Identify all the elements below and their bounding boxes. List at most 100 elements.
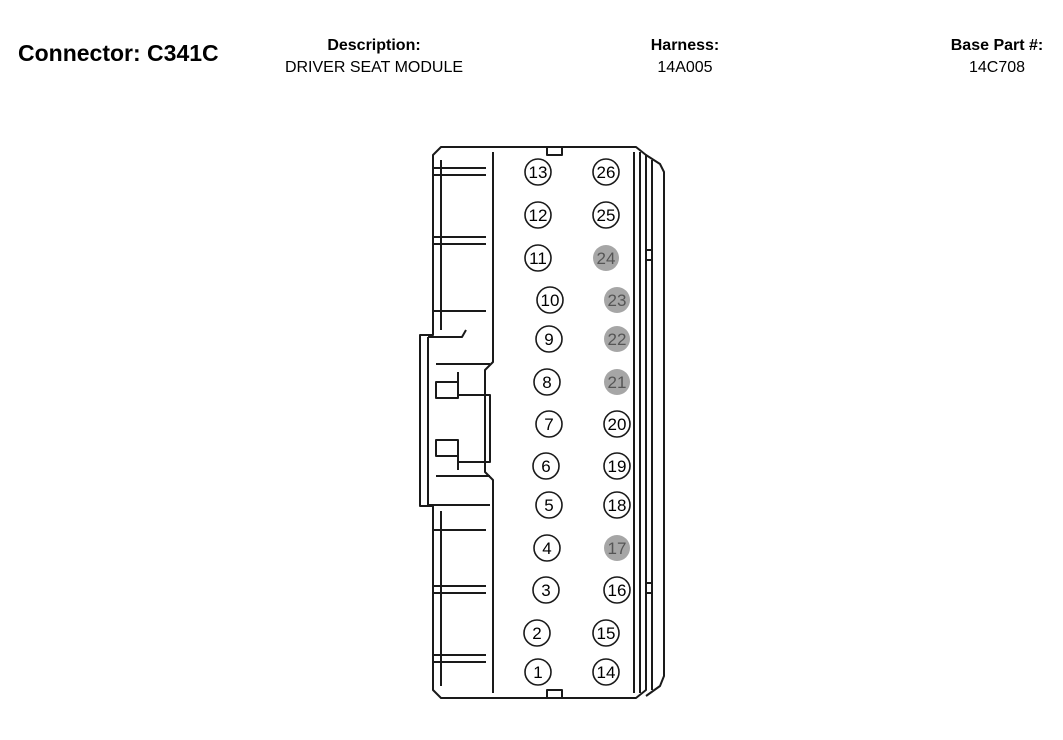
pin-label-9: 9 bbox=[544, 330, 553, 349]
connector-housing bbox=[419, 146, 665, 699]
pin-label-5: 5 bbox=[544, 496, 553, 515]
description-value: DRIVER SEAT MODULE bbox=[284, 59, 464, 76]
pin-16: 16 bbox=[603, 576, 631, 604]
pin-label-25: 25 bbox=[597, 206, 616, 225]
pin-label-22: 22 bbox=[608, 330, 627, 349]
pin-cavity-1 bbox=[524, 658, 552, 686]
pin-5: 5 bbox=[535, 491, 563, 519]
pin-label-20: 20 bbox=[608, 415, 627, 434]
pin-18: 18 bbox=[603, 491, 631, 519]
pin-23: 23 bbox=[604, 287, 630, 313]
pin-cavity-17 bbox=[604, 535, 630, 561]
pin-cavity-14 bbox=[592, 658, 620, 686]
pin-cavity-25 bbox=[592, 201, 620, 229]
pin-4: 4 bbox=[533, 534, 561, 562]
pin-cavity-6 bbox=[532, 452, 560, 480]
pin-label-15: 15 bbox=[597, 624, 616, 643]
pin-label-14: 14 bbox=[597, 663, 616, 682]
pin-label-24: 24 bbox=[597, 249, 616, 268]
pin-cavity-21 bbox=[604, 369, 630, 395]
pin-10: 10 bbox=[536, 286, 564, 314]
pin-label-18: 18 bbox=[608, 496, 627, 515]
housing-left-shell bbox=[419, 146, 488, 699]
pin-12: 12 bbox=[524, 201, 552, 229]
description-label: Description: bbox=[327, 37, 421, 54]
pin-26: 26 bbox=[592, 158, 620, 186]
pin-22: 22 bbox=[604, 326, 630, 352]
pin-cavity-10 bbox=[536, 286, 564, 314]
pin-cavity-19 bbox=[603, 452, 631, 480]
housing-left-ribs bbox=[433, 167, 486, 663]
pin-label-13: 13 bbox=[529, 163, 548, 182]
pin-label-23: 23 bbox=[608, 291, 627, 310]
pin-14: 14 bbox=[592, 658, 620, 686]
pin-cavity-7 bbox=[535, 410, 563, 438]
pin-label-12: 12 bbox=[529, 206, 548, 225]
harness-value: 14A005 bbox=[657, 59, 713, 76]
pin-24: 24 bbox=[593, 245, 619, 271]
pin-cavity-15 bbox=[592, 619, 620, 647]
pin-11: 11 bbox=[524, 244, 552, 272]
harness-block: Harness: 14A005 bbox=[625, 35, 745, 79]
pin-cavity-11 bbox=[524, 244, 552, 272]
housing-face-border bbox=[488, 146, 647, 699]
pin-label-21: 21 bbox=[608, 373, 627, 392]
pin-15: 15 bbox=[592, 619, 620, 647]
pin-label-3: 3 bbox=[541, 581, 550, 600]
pin-label-7: 7 bbox=[544, 415, 553, 434]
pin-13: 13 bbox=[524, 158, 552, 186]
pin-1: 1 bbox=[524, 658, 552, 686]
pin-cavity-12 bbox=[524, 201, 552, 229]
pin-label-19: 19 bbox=[608, 457, 627, 476]
pin-cavity-4 bbox=[533, 534, 561, 562]
pin-label-2: 2 bbox=[532, 624, 541, 643]
pin-cavity-8 bbox=[533, 368, 561, 396]
pin-21: 21 bbox=[604, 369, 630, 395]
latch-mechanism bbox=[427, 329, 491, 506]
pin-9: 9 bbox=[535, 325, 563, 353]
pin-label-11: 11 bbox=[529, 249, 547, 268]
pin-cavity-13 bbox=[524, 158, 552, 186]
pin-cavity-22 bbox=[604, 326, 630, 352]
pin-cavity-9 bbox=[535, 325, 563, 353]
pin-2: 2 bbox=[523, 619, 551, 647]
pin-cavity-16 bbox=[603, 576, 631, 604]
harness-label: Harness: bbox=[650, 37, 720, 54]
pin-label-8: 8 bbox=[542, 373, 551, 392]
pin-cavity-5 bbox=[535, 491, 563, 519]
pin-25: 25 bbox=[592, 201, 620, 229]
pin-19: 19 bbox=[603, 452, 631, 480]
pin-label-10: 10 bbox=[541, 291, 560, 310]
pin-cavity-24 bbox=[593, 245, 619, 271]
pin-7: 7 bbox=[535, 410, 563, 438]
pin-label-4: 4 bbox=[542, 539, 551, 558]
connector-title: Connector: C341C bbox=[18, 40, 219, 66]
pin-20: 20 bbox=[603, 410, 631, 438]
base-part-label: Base Part #: bbox=[950, 37, 1044, 54]
pin-label-16: 16 bbox=[608, 581, 627, 600]
pins-layer: 1312111098765432126252423222120191817161… bbox=[523, 158, 631, 686]
pin-label-26: 26 bbox=[597, 163, 616, 182]
pin-3: 3 bbox=[532, 576, 560, 604]
pin-label-6: 6 bbox=[541, 457, 550, 476]
pin-cavity-23 bbox=[604, 287, 630, 313]
pin-8: 8 bbox=[533, 368, 561, 396]
pin-6: 6 bbox=[532, 452, 560, 480]
face-inner-right bbox=[633, 152, 641, 693]
base-part-block: Base Part #: 14C708 bbox=[937, 35, 1057, 79]
bottom-tab bbox=[546, 689, 563, 698]
face-inner-left bbox=[484, 152, 494, 693]
pin-17: 17 bbox=[604, 535, 630, 561]
right-key-notch-lower bbox=[646, 582, 652, 594]
housing-right-shell bbox=[645, 154, 665, 697]
top-tab bbox=[546, 147, 563, 156]
base-part-value: 14C708 bbox=[968, 59, 1026, 76]
description-block: Description: DRIVER SEAT MODULE bbox=[264, 35, 484, 79]
pin-label-17: 17 bbox=[608, 539, 627, 558]
pin-cavity-26 bbox=[592, 158, 620, 186]
pin-cavity-20 bbox=[603, 410, 631, 438]
right-key-notch-upper bbox=[646, 249, 652, 261]
pin-cavity-2 bbox=[523, 619, 551, 647]
pin-label-1: 1 bbox=[533, 663, 542, 682]
